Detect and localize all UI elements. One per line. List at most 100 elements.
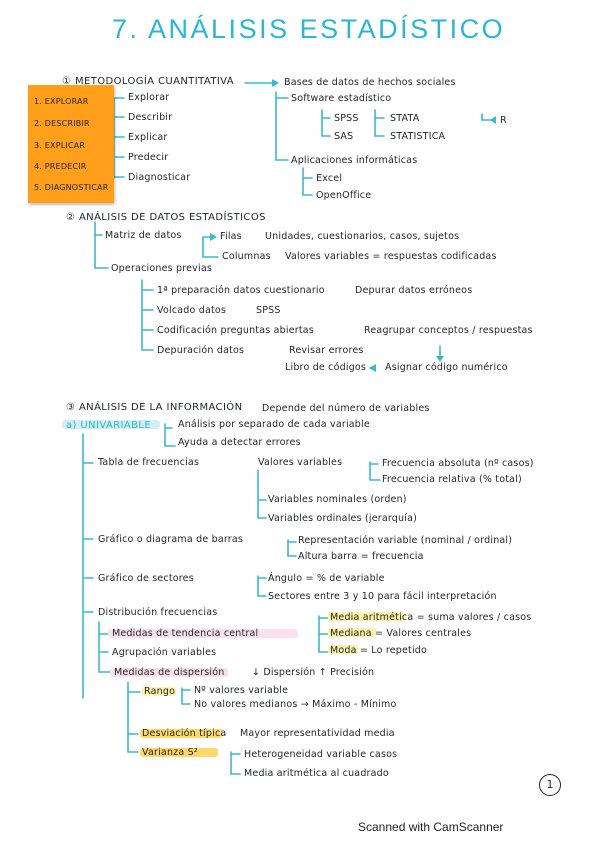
sticky-note: 1. EXPLORAR 2. DESCRIBIR 3. EXPLICAR 4. … [28, 85, 114, 203]
univariate-label: a) UNIVARIABLE [66, 420, 152, 431]
goal-item: Explicar [128, 132, 168, 143]
dispersion-label: Medidas de dispersión [114, 667, 225, 678]
codebook-left: Libro de códigos [285, 362, 367, 373]
central-item: Mediana = Valores centrales [330, 628, 472, 639]
op-step: Depuración datos [157, 345, 245, 356]
variance-bracket [230, 751, 241, 775]
pie-chart-bracket [257, 575, 267, 597]
software-item: STATISTICA [390, 131, 446, 142]
op-step: Codificación preguntas abiertas [157, 325, 314, 336]
freq-table-label: Tabla de frecuencias [98, 457, 200, 468]
page-title: 7. ANÁLISIS ESTADÍSTICO [112, 14, 506, 44]
range-label: Rango [144, 686, 176, 697]
ops-branch [141, 279, 154, 351]
goal-item: Diagnosticar [128, 172, 191, 183]
freq-types-bracket [369, 461, 381, 481]
cols-target: Valores variables = respuestas codificad… [285, 251, 497, 262]
software-branch-a [321, 109, 331, 137]
grouping-label: Agrupación variables [112, 647, 217, 658]
rows-target: Unidades, cuestionarios, casos, sujetos [265, 231, 460, 242]
software-item: SPSS [334, 113, 359, 124]
bar-chart-label: Gráfico o diagrama de barras [98, 534, 244, 545]
highlight [328, 628, 376, 637]
goal-item: Predecir [128, 152, 169, 163]
software-item: R [500, 115, 507, 126]
goal-item: Describir [128, 112, 173, 123]
arrow-head [210, 233, 217, 241]
highlight [110, 668, 228, 677]
section3-target: Depende del número de variables [262, 403, 430, 414]
op-target: Reagrupar conceptos / respuestas [364, 325, 533, 336]
highlight [328, 612, 406, 621]
univariate-notes-bracket [164, 423, 176, 447]
highlight [140, 748, 218, 757]
ops-label: Operaciones previas [111, 263, 212, 274]
variance-item: Heterogeneidad variable casos [244, 749, 398, 760]
central-bracket [318, 615, 329, 653]
software-item: STATA [390, 113, 420, 124]
bar-chart-note: Representación variable (nominal / ordin… [298, 535, 513, 546]
section2-branch [94, 221, 109, 269]
op-target: SPSS [256, 305, 281, 316]
arrow-head [272, 79, 279, 87]
section1-target: Bases de datos de hechos sociales [284, 77, 456, 88]
central-item: Moda = Lo repetido [330, 645, 428, 656]
page-number: 1 [539, 774, 561, 796]
highlight [108, 629, 298, 638]
arrow-head [436, 356, 444, 362]
freq-type: Frecuencia absoluta (nº casos) [382, 458, 534, 469]
sticky-item: 5. DIAGNOSTICAR [34, 183, 109, 192]
bar-chart-note: Altura barra = frecuencia [298, 551, 424, 562]
software-item: SAS [334, 131, 354, 142]
goal-item: Explorar [128, 92, 170, 103]
scanner-watermark: Scanned with CamScanner [358, 820, 504, 834]
op-target: Depurar datos erróneos [355, 285, 473, 296]
freq-type: Frecuencia relativa (% total) [382, 474, 522, 485]
pie-chart-note: Sectores entre 3 y 10 para fácil interpr… [268, 591, 497, 602]
op-step: 1ª preparación datos cuestionario [157, 285, 325, 296]
highlight [140, 729, 222, 738]
range-bracket [181, 687, 191, 705]
goals-bracket [113, 97, 125, 179]
office-item: OpenOffice [316, 190, 372, 201]
office-item: Excel [316, 173, 343, 184]
dist-label: Distribución frecuencias [98, 607, 218, 618]
section1-heading: ① METODOLOGÍA CUANTITATIVA [62, 76, 235, 87]
codebook-right: Asignar código numérico [385, 362, 508, 373]
software-label: Software estadístico [291, 93, 392, 104]
section2-heading: ② ANÁLISIS DE DATOS ESTADÍSTICOS [66, 212, 266, 223]
op-step: Volcado datos [157, 305, 227, 316]
arrow-head [369, 364, 376, 372]
highlight [142, 687, 176, 696]
apps-branch [275, 91, 289, 161]
central-label: Medidas de tendencia central [112, 628, 259, 639]
matrix-label: Matriz de datos [105, 230, 182, 241]
sticky-item: 3. EXPLICAR [34, 141, 86, 150]
sticky-item: 4. PREDECIR [34, 162, 87, 171]
software-branch-b [374, 109, 385, 137]
variance-item: Media aritmética al cuadrado [244, 768, 389, 779]
range-item: Nº valores variable [194, 685, 289, 696]
dist-branch [98, 621, 111, 673]
var-type: Variables ordinales (jerarquía) [268, 513, 418, 524]
matrix-branch [202, 236, 219, 258]
dispersion-branch [127, 681, 141, 753]
freq-table-target: Valores variables [258, 457, 343, 468]
var-type: Variables nominales (orden) [268, 494, 407, 505]
central-item: Media aritmética = suma valores / casos [330, 612, 532, 623]
highlight [62, 420, 160, 429]
software-branch-r [481, 113, 493, 121]
office-branch [302, 167, 313, 196]
bar-chart-bracket [287, 539, 297, 557]
pie-chart-label: Gráfico de sectores [98, 573, 194, 584]
stddev-target: Mayor representatividad media [240, 728, 395, 739]
sticky-item: 1. EXPLORAR [34, 97, 89, 106]
range-item: No valores medianos → Máximo - Mínimo [194, 699, 397, 710]
cols-label: Columnas [222, 251, 271, 262]
arrow-head [490, 116, 496, 124]
variance-label: Varianza S² [142, 747, 198, 758]
sticky-item: 2. DESCRIBIR [34, 119, 90, 128]
univariate-branch [82, 433, 94, 699]
univariate-note: Ayuda a detectar errores [178, 437, 301, 448]
